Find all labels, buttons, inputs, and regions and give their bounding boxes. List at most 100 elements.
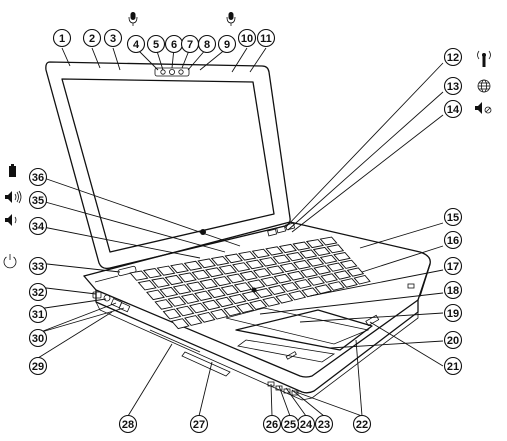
callout-number: 19 — [447, 308, 459, 320]
callout-circle — [443, 356, 463, 376]
callout-27: 27 — [189, 414, 209, 434]
keyboard-key — [275, 293, 294, 304]
callout-circle — [103, 28, 123, 48]
callout-circle — [443, 303, 463, 323]
keyboard-key — [220, 285, 240, 296]
keyboard-key — [314, 284, 333, 295]
keyboard-key — [224, 253, 243, 264]
keyboard-key — [279, 262, 298, 273]
callout-25: 25 — [280, 414, 300, 434]
power-button — [117, 265, 137, 277]
keyboard-key — [299, 249, 318, 259]
keyboard-key — [241, 290, 260, 302]
audio-jack — [103, 294, 111, 302]
callout-circle — [28, 256, 48, 276]
keyboard-key — [232, 262, 251, 272]
keyboard-key — [305, 239, 324, 249]
keyboard-key — [312, 246, 331, 256]
keyboard-key — [238, 251, 257, 261]
keyboard-key — [142, 268, 162, 279]
pointing-stick — [251, 287, 257, 293]
callout-number: 25 — [284, 419, 296, 431]
callout-29: 29 — [28, 356, 48, 376]
touchpad — [235, 309, 373, 351]
keyboard-key — [228, 293, 247, 305]
callout-15: 15 — [443, 207, 463, 227]
webcam — [168, 69, 175, 76]
callout-circle — [352, 414, 372, 434]
callout-circle — [237, 28, 257, 48]
callout-circle — [28, 167, 48, 187]
webcam-light — [160, 69, 166, 75]
keyboard-key — [252, 268, 272, 278]
callout-number: 23 — [318, 419, 330, 431]
callout-number: 35 — [32, 195, 44, 207]
keyboard-key — [273, 273, 292, 284]
callout-number: 3 — [110, 33, 116, 45]
callout-circle — [314, 414, 334, 434]
keyboard-key — [239, 270, 258, 281]
callout-circle — [189, 414, 209, 434]
callout-26: 26 — [262, 414, 282, 434]
callout-number: 7 — [187, 39, 193, 51]
keyboard-key — [184, 315, 203, 326]
callout-3: 3 — [103, 28, 123, 48]
callout-number: 20 — [447, 335, 459, 347]
keyboard-key — [223, 305, 242, 317]
keyboard-key — [307, 276, 326, 286]
wireless-button — [267, 228, 278, 237]
keyboard-key — [207, 287, 226, 299]
keyboard-key — [313, 265, 332, 275]
callout-circle — [52, 28, 72, 48]
keyboard-key — [300, 268, 319, 278]
keyboard-key — [146, 289, 165, 301]
callout-circle — [126, 34, 146, 54]
keyboard-key — [326, 262, 345, 272]
callout-36: 36 — [28, 167, 48, 187]
callout-number: 1 — [59, 33, 65, 45]
callout-number: 4 — [133, 39, 140, 51]
callout-34: 34 — [28, 216, 48, 236]
callout-number: 11 — [260, 33, 272, 45]
ambient-light-sensor — [178, 69, 184, 75]
status-lights — [285, 351, 297, 360]
callout-30: 30 — [28, 328, 48, 348]
callout-18: 18 — [443, 280, 463, 300]
callout-8: 8 — [197, 34, 217, 54]
callout-number: 34 — [32, 221, 45, 233]
keyboard-key — [266, 265, 285, 275]
callout-number: 31 — [32, 309, 44, 321]
keyboard-key — [285, 252, 305, 262]
callout-14: 14 — [443, 99, 463, 119]
power-icon — [3, 254, 17, 269]
keyboard-key — [301, 287, 320, 298]
keyboard-key — [199, 278, 219, 289]
callout-circle — [443, 230, 463, 250]
keyboard-key — [202, 299, 221, 311]
keyboard-key — [154, 299, 174, 310]
keyboard-key — [188, 302, 208, 314]
callout-20: 20 — [443, 330, 463, 350]
callout-number: 5 — [153, 39, 159, 51]
callout-circle — [262, 414, 282, 434]
callout-circle — [82, 28, 102, 48]
callout-35: 35 — [28, 190, 48, 210]
callout-17: 17 — [443, 256, 463, 276]
callout-number: 32 — [32, 287, 44, 299]
callout-12: 12 — [443, 47, 463, 67]
callout-number: 12 — [447, 52, 459, 64]
callout-number: 28 — [122, 419, 134, 431]
callout-number: 29 — [32, 361, 44, 373]
keyboard-key — [292, 241, 311, 251]
keyboard-key — [265, 246, 284, 256]
keyboard-key — [320, 273, 339, 283]
keyboard-key — [293, 260, 312, 270]
web-button — [276, 225, 287, 234]
display-screen — [61, 78, 275, 253]
keyboard-key — [210, 308, 229, 320]
feature-icons — [3, 12, 492, 269]
keyboard-key — [183, 260, 203, 271]
keyboard-key — [288, 290, 307, 301]
keyboard-key — [333, 270, 352, 280]
laptop-illustration — [45, 61, 431, 401]
